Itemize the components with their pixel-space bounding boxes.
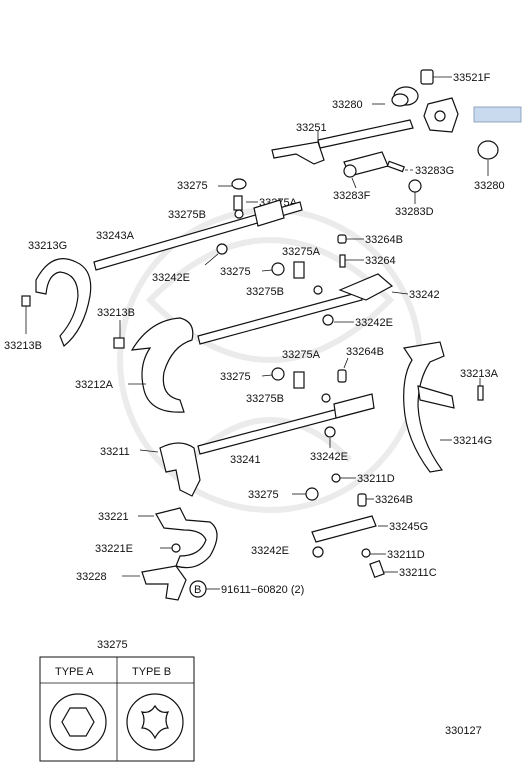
shift-fork-33213G xyxy=(35,258,92,347)
snap-ring-33242E-a xyxy=(204,243,228,266)
plug-33275-bot xyxy=(292,487,319,501)
callout-33275B-mid: 33275B xyxy=(246,286,284,298)
callout-33213B-left: 33213B xyxy=(4,340,42,352)
callout-33221: 33221 xyxy=(98,511,129,523)
callout-33221E: 33221E xyxy=(95,543,133,555)
ball-33211D-a xyxy=(331,473,356,483)
plug-33283D xyxy=(408,179,422,204)
callout-33275A-low: 33275A xyxy=(282,349,321,361)
plug-33275-mid xyxy=(261,262,285,276)
plug-33280-lower xyxy=(477,140,499,176)
pin-33264B-b xyxy=(337,357,349,383)
legend-type-b: TYPE B xyxy=(132,666,171,678)
callout-91611-60820: 91611−60820 (2) xyxy=(221,584,304,596)
callout-33275-top: 33275 xyxy=(177,180,208,192)
ball-33275B-mid xyxy=(313,285,323,295)
ball-33275B-top xyxy=(234,209,244,219)
bolt-33213B-mid xyxy=(113,320,125,349)
callout-33275-bot: 33275 xyxy=(248,489,279,501)
legend-type-a: TYPE A xyxy=(55,666,94,678)
shift-lever-shaft-33251 xyxy=(271,119,414,165)
legend-part-number: 33275 xyxy=(97,639,128,651)
callout-33213A: 33213A xyxy=(460,368,499,380)
callout-33283D: 33283D xyxy=(395,206,434,218)
pin-33264B-c xyxy=(357,493,374,507)
shift-inner-shaft-33245G xyxy=(311,515,388,543)
callout-33280-upper: 33280 xyxy=(332,99,363,111)
pin-33213A xyxy=(477,378,484,401)
plug-33521F xyxy=(420,69,452,85)
callout-33242E-c: 33242E xyxy=(310,451,348,463)
callout-33211: 33211 xyxy=(100,446,130,458)
plug-33275-top xyxy=(218,178,247,190)
callout-33211C: 33211C xyxy=(399,567,437,579)
snap-ring-33242E-c xyxy=(324,426,336,448)
ball-33275B-low xyxy=(321,393,331,403)
pin-33283G xyxy=(386,160,414,173)
selector-housing xyxy=(423,97,459,133)
callout-33242E-a: 33242E xyxy=(152,272,190,284)
callout-33521F: 33521F xyxy=(453,72,491,84)
spring-33211C xyxy=(369,559,398,579)
bolt-33213B-left xyxy=(21,295,31,334)
spring-33275A-mid xyxy=(293,261,305,279)
pin-33221E xyxy=(160,543,181,553)
callout-33283G: 33283G xyxy=(415,165,454,177)
callout-33275-low: 33275 xyxy=(220,371,251,383)
callout-33242: 33242 xyxy=(409,289,440,301)
shift-fork-shaft-33243A xyxy=(93,199,303,271)
callout-33283F: 33283F xyxy=(333,190,371,202)
callout-33275B-top: 33275B xyxy=(168,209,206,221)
callout-33264: 33264 xyxy=(365,255,396,267)
shift-lever-33221 xyxy=(138,507,218,569)
torx-socket-plug-icon xyxy=(126,693,184,751)
shift-fork-shaft-33242 xyxy=(197,273,409,345)
snap-ring-33242E-d xyxy=(312,546,324,558)
callout-33275B-low: 33275B xyxy=(246,393,284,405)
callout-33245G: 33245G xyxy=(389,521,428,533)
shift-fork-33214G xyxy=(402,341,455,473)
snap-ring-33242E-b xyxy=(322,314,354,326)
lever-33228 xyxy=(122,565,187,601)
diagram-number: 330127 xyxy=(445,725,482,737)
bolt-91611-60820: B xyxy=(189,580,220,598)
circle-marker-b: B xyxy=(194,584,201,596)
shift-fork-33212A xyxy=(128,317,194,413)
callout-33211D-a: 33211D xyxy=(357,473,395,485)
spring-33275A-low xyxy=(293,371,305,389)
callout-33242E-b: 33242E xyxy=(355,317,393,329)
shift-fork-shaft-33241 xyxy=(197,393,375,455)
callout-33243A: 33243A xyxy=(96,230,135,242)
callout-33275A-mid: 33275A xyxy=(282,246,321,258)
callout-33228: 33228 xyxy=(76,571,107,583)
plug-33275-low xyxy=(261,367,285,381)
pin-33264B-a xyxy=(337,234,364,244)
ball-33211D-b xyxy=(361,548,386,558)
callout-33213G: 33213G xyxy=(28,240,67,252)
callout-33264B-c: 33264B xyxy=(375,494,413,506)
inner-lever-33283F xyxy=(343,151,389,189)
callout-33241: 33241 xyxy=(230,454,261,466)
shift-head-33211 xyxy=(139,442,201,497)
callout-33214G: 33214G xyxy=(453,435,492,447)
callout-33280-lower: 33280 xyxy=(474,180,505,192)
callout-33212A: 33212A xyxy=(75,379,114,391)
callout-33251: 33251 xyxy=(296,122,327,134)
callout-33211D-b: 33211D xyxy=(387,549,425,561)
plug-33280-upper xyxy=(372,86,419,107)
callout-33213B-mid: 33213B xyxy=(97,307,135,319)
callout-33275-mid: 33275 xyxy=(220,266,251,278)
pin-33264 xyxy=(339,254,364,268)
callout-33242E-d: 33242E xyxy=(251,545,289,557)
highlight-box xyxy=(473,106,522,123)
callout-33264B-a: 33264B xyxy=(365,234,403,246)
hex-socket-plug-icon xyxy=(49,693,107,751)
callout-33264B-b: 33264B xyxy=(346,346,384,358)
